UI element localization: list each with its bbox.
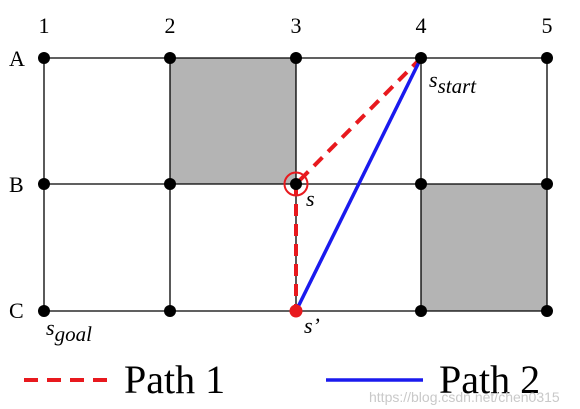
node-c3-red xyxy=(289,304,303,318)
node-a4 xyxy=(415,52,427,64)
goal-node-base: s xyxy=(46,315,55,340)
row-label-c: C xyxy=(9,298,24,323)
node-a3 xyxy=(290,52,302,64)
node-b3 xyxy=(290,178,302,190)
path-1 xyxy=(294,56,423,311)
node-a1 xyxy=(38,52,50,64)
column-label-4: 4 xyxy=(416,13,427,38)
node-c1 xyxy=(38,305,50,317)
path-2 xyxy=(294,57,423,312)
watermark: https://blog.csdn.net/chen0315 xyxy=(369,389,560,405)
column-label-5: 5 xyxy=(542,13,553,38)
node-a2 xyxy=(164,52,176,64)
start-node-subscript: start xyxy=(438,74,478,98)
node-b2 xyxy=(164,178,176,190)
node-c4 xyxy=(415,305,427,317)
column-label-1: 1 xyxy=(39,13,50,38)
grid-nodes xyxy=(38,52,553,317)
legend-path2-label: Path 2 xyxy=(439,357,540,402)
node-b5 xyxy=(541,178,553,190)
shaded-cell-b4-b5 xyxy=(421,184,547,311)
column-label-2: 2 xyxy=(165,13,176,38)
goal-node-label: sgoal xyxy=(46,315,92,346)
goal-node-subscript: goal xyxy=(55,322,93,346)
start-node-base: s xyxy=(429,67,438,92)
shaded-cell-a2-a3 xyxy=(170,58,296,184)
current-node-label: s xyxy=(306,186,315,211)
node-c5 xyxy=(541,305,553,317)
legend: Path 1 Path 2 xyxy=(24,357,540,402)
row-label-b: B xyxy=(9,172,24,197)
node-b4 xyxy=(415,178,427,190)
legend-path1-label: Path 1 xyxy=(124,357,225,402)
column-label-3: 3 xyxy=(291,13,302,38)
prime-node-label: s’ xyxy=(304,313,320,338)
start-node-label: sstart xyxy=(429,67,477,98)
node-a5 xyxy=(541,52,553,64)
node-c2 xyxy=(164,305,176,317)
node-b1 xyxy=(38,178,50,190)
row-label-a: A xyxy=(9,46,25,71)
current-node-highlight-ring xyxy=(283,171,309,197)
